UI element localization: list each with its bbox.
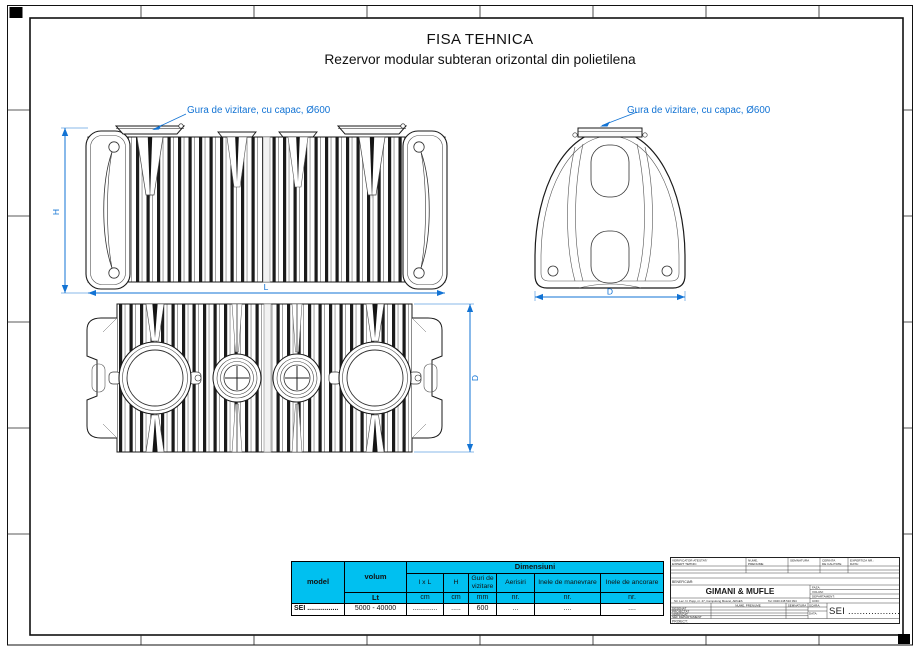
sef-departament-label: SEF DEPARTAMENT (672, 615, 702, 619)
table-unit-manevrare: nr. (534, 592, 601, 604)
desenat-label: DESENAT (672, 607, 686, 611)
table-cell-manevrare: .... (534, 603, 601, 616)
proiect-label: PROIECT: (672, 619, 688, 623)
arrow (466, 444, 474, 452)
table-cell-lxl: ............. (406, 603, 444, 616)
table-header-inele-manevrare: Inele de manevrare (534, 573, 601, 593)
table-cell-model: SEI ................ (291, 603, 345, 616)
title-block-grid (670, 557, 900, 619)
table-cell-aerisiri: ... (496, 603, 535, 616)
table-cell-volum: 5000 - 40000 (344, 603, 407, 616)
arrow (61, 128, 69, 136)
table-unit-h: cm (443, 592, 469, 604)
dim-h-label: H (51, 209, 61, 215)
side-view-drawing: D (534, 111, 686, 301)
table-unit-lxl: cm (406, 592, 444, 604)
semnatura-label: SEMNATURA (790, 558, 810, 562)
table-header-guri: Guri de vizitare (468, 573, 497, 593)
company-name: GIMANI & MUFLE (706, 587, 775, 596)
rib-channels (567, 143, 653, 289)
arrow (466, 304, 474, 312)
verificat-label: VERIFICAT (672, 612, 688, 616)
company-phone: Tel: 0040 248 510 094 (768, 599, 797, 603)
frame-reference-ticks (7, 5, 913, 645)
tank-shell-side (534, 129, 686, 289)
table-header-lxl: l x L (406, 573, 444, 593)
top-view-drawing: D (86, 303, 480, 453)
expertiza-data-label: DATA: (850, 562, 859, 566)
dim-d-side-label: D (607, 287, 613, 297)
inner-recess-bottom (590, 230, 630, 284)
dim-h (61, 127, 88, 294)
anchor-hole-left (547, 265, 559, 277)
dim-d-top (414, 303, 474, 453)
company-address: Str. Lec. N. Popp, nr. 47, Campulung Mus… (674, 599, 743, 603)
corner-mark-bottom-right (898, 634, 910, 644)
leader-arrow (600, 121, 610, 127)
calitate-label: DE CALITATE (822, 562, 841, 566)
table-cell-guri: 600 (468, 603, 497, 616)
dim-d-side (534, 291, 686, 301)
faza-label: FAZA: (812, 585, 821, 589)
table-unit-ancorare: nr. (599, 592, 665, 604)
title-block: VERIFICATOR ATESTAT/ EXPERT TEHNIC NUME,… (670, 557, 900, 624)
beneficiar-label: BENEFICIAR: (672, 580, 693, 584)
data-label: DATA: (809, 612, 818, 616)
table-cell-ancorare: .... (599, 603, 665, 616)
departament-label: DEPARTAMENT: (812, 594, 835, 598)
arrow (437, 290, 445, 296)
table-header-volum: volum (344, 561, 407, 593)
end-cap-left (85, 130, 131, 290)
verificator-label: VERIFICATOR ATESTAT/ (672, 558, 707, 562)
anchor-hole-right (661, 265, 673, 277)
semnatura-header: SEMNATURA (788, 603, 807, 607)
end-cap-right (402, 130, 448, 290)
annotation-manhole-right: Gura de vizitare, cu capac, Ø600 (627, 105, 771, 116)
module-joint-seam (262, 136, 271, 283)
sheet-header: FISA TEHNICA Rezervor modular subteran o… (180, 31, 780, 67)
table-header-model: model (291, 561, 345, 604)
front-view-drawing: H L (51, 113, 448, 296)
nume-label: NUME, (748, 558, 758, 562)
corner-mark-top-left (9, 7, 23, 18)
arrow (88, 290, 96, 296)
cerinta-label: CERINTA (822, 558, 836, 562)
dim-d-top-label: D (470, 375, 480, 381)
arrow (677, 293, 685, 301)
table-unit-volum: Lt (344, 592, 407, 604)
nume-prenume-header: NUME, PRENUME (735, 603, 761, 607)
page-title: FISA TEHNICA (426, 31, 534, 48)
inner-recess-top (590, 144, 630, 198)
product-code: SEI ................... (829, 606, 900, 617)
expertiza-label: EXPERTIZA NR.: (850, 558, 874, 562)
table-unit-aerisiri: nr. (496, 592, 535, 604)
spec-table: model volum Dimensiuni l x L H Guri de v… (291, 561, 665, 616)
annotation-manhole-left: Gura de vizitare, cu capac, Ø600 (187, 105, 331, 116)
proiectat-label: PROIECTAT (672, 610, 689, 614)
title-block-labels: VERIFICATOR ATESTAT/ EXPERT TEHNIC NUME,… (672, 558, 900, 623)
dim-l-label: L (264, 282, 269, 292)
arrow (61, 285, 69, 293)
scara-label: SCARA: (809, 603, 820, 607)
table-cell-h: ..... (443, 603, 469, 616)
table-unit-guri: mm (468, 592, 497, 604)
volum-label: VOLUM: (812, 590, 824, 594)
cod-label: COD: (812, 599, 820, 603)
leader-arrow (152, 124, 162, 130)
table-header-h: H (443, 573, 469, 593)
prenume-label: PRENUME (748, 562, 763, 566)
arrow (535, 293, 543, 301)
table-header-dimensiuni: Dimensiuni (405, 561, 665, 574)
table-header-inele-ancorare: Inele de ancorare (599, 573, 665, 593)
manhole-cap-side (577, 127, 643, 138)
module-joint-seam-top (263, 303, 272, 453)
page-subtitle: Rezervor modular subteran orizontal din … (324, 52, 636, 67)
table-header-aerisiri: Aerisiri (496, 573, 535, 593)
expert-label: EXPERT TEHNIC (672, 562, 697, 566)
